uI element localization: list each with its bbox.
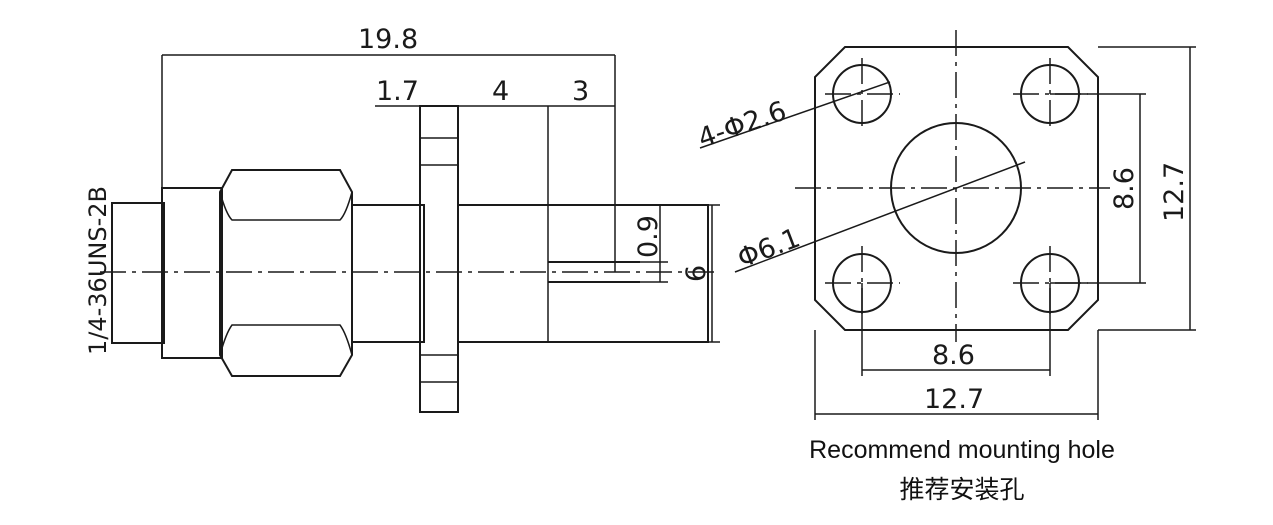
caption-english: Recommend mounting hole <box>809 436 1115 464</box>
flange <box>419 105 459 413</box>
thread-section <box>111 202 165 344</box>
thread-spec-label: 1/4-36UNS-2B <box>84 186 112 355</box>
dim-pin-length-label: 3 <box>572 76 589 107</box>
dim-flange-size-vertical-label: 12.7 <box>1159 162 1190 222</box>
dim-hole-spacing-horizontal-label: 8.6 <box>932 340 975 371</box>
center-hole <box>890 122 1022 254</box>
dim-hole-spacing-vertical-label: 8.6 <box>1109 167 1140 210</box>
front-view: 4-Φ2.6 Φ6.1 8.6 12.7 8.6 12.7 Recommend … <box>694 30 1196 504</box>
center-hole-label: Φ6.1 <box>733 223 804 275</box>
contact-pin <box>548 261 640 283</box>
dim-flange-thickness-label: 1.7 <box>376 76 419 107</box>
flange-outline <box>814 46 1099 331</box>
dim-overall-length-label: 19.8 <box>358 24 418 55</box>
dim-body-diameter-label: 6 <box>681 265 712 282</box>
connector-body <box>351 204 425 343</box>
dim-pin-diameter-label: 0.9 <box>633 215 664 258</box>
dim-horizontal-lines <box>814 283 1099 420</box>
side-view: 19.8 1.7 4 3 0.9 6 1/4-36UNS-2B <box>84 24 720 413</box>
hex-nut <box>219 169 353 377</box>
dim-flange-size-horizontal-label: 12.7 <box>924 384 984 415</box>
dim-body-length-label: 4 <box>492 76 509 107</box>
center-hole-leader <box>734 161 1026 273</box>
coupling-sleeve <box>161 187 223 359</box>
dim-vertical-lines <box>1050 46 1196 331</box>
dim-segment-lines <box>375 105 615 205</box>
mount-holes-label: 4-Φ2.6 <box>694 96 790 155</box>
caption-chinese: 推荐安装孔 <box>899 476 1024 504</box>
dim-right-lines <box>640 204 720 343</box>
dim-overall-length <box>161 54 616 272</box>
rear-body <box>457 204 709 343</box>
mount-hole-leader <box>699 81 891 149</box>
